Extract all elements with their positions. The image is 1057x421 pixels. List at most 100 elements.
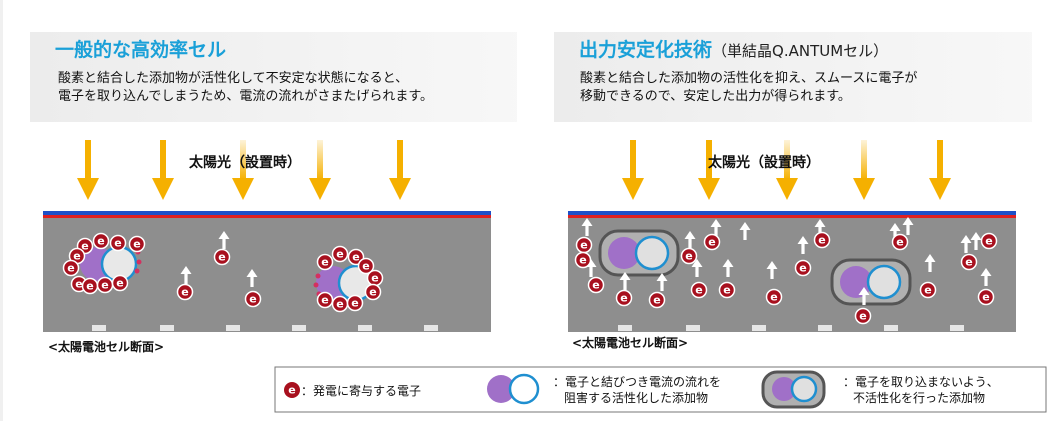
- svg-text:e: e: [288, 384, 295, 397]
- electron-icon: e: [92, 232, 110, 250]
- svg-text:e: e: [579, 254, 586, 267]
- electron-icon: e: [109, 234, 127, 252]
- cell-top-blue-layer: [568, 211, 1016, 215]
- svg-text:e: e: [114, 237, 121, 250]
- svg-text:e: e: [73, 250, 80, 263]
- cell-top-red-layer: [43, 215, 491, 218]
- svg-text:e: e: [770, 291, 777, 304]
- svg-text:e: e: [336, 298, 343, 311]
- electron-icon: e: [765, 288, 783, 306]
- legend-active-additive-icon: [487, 373, 540, 405]
- svg-text:e: e: [336, 248, 343, 261]
- cell-bottom-contacts: [92, 325, 438, 331]
- legend-inactive-text-2: 不活性化を行った添加物: [853, 391, 985, 405]
- legend-electron-text: ：発電に寄与する電子: [301, 383, 421, 398]
- electron-icon: e: [575, 236, 593, 254]
- right-desc-line1: 酸素と結合した添加物の活性化を抑え、スムースに電子が: [580, 71, 917, 86]
- electron-icon: e: [316, 253, 334, 271]
- sun-arrow: [77, 140, 99, 200]
- svg-text:e: e: [351, 297, 358, 310]
- svg-text:e: e: [218, 251, 225, 264]
- electron-icon: e: [718, 281, 736, 299]
- svg-text:e: e: [896, 236, 903, 249]
- svg-text:e: e: [75, 278, 82, 291]
- svg-text:e: e: [799, 262, 806, 275]
- electron-icon: e: [703, 233, 721, 251]
- electron-icon: e: [366, 269, 384, 287]
- svg-text:e: e: [116, 277, 123, 290]
- svg-text:e: e: [695, 284, 702, 297]
- electron-icon: e: [680, 247, 698, 265]
- svg-text:e: e: [653, 294, 660, 307]
- sun-arrow: [309, 140, 331, 200]
- sun-arrow: [389, 140, 411, 200]
- right-desc-line2: 移動できるので、安定した出力が得られます。: [580, 88, 851, 104]
- cell-top-blue-layer: [43, 211, 491, 215]
- electron-icon: e: [96, 276, 114, 294]
- sun-arrow: [853, 140, 875, 200]
- sun-arrow: [929, 140, 951, 200]
- electron-icon: e: [960, 253, 978, 271]
- electron-icon: e: [919, 281, 937, 299]
- electron-icon: e: [574, 251, 592, 269]
- svg-text:e: e: [620, 292, 627, 305]
- svg-text:e: e: [321, 294, 328, 307]
- svg-text:e: e: [965, 256, 972, 269]
- svg-text:e: e: [708, 236, 715, 249]
- svg-text:e: e: [97, 235, 104, 248]
- legend-active-text-1: ：電子と結びつき電流の流れを: [553, 375, 721, 389]
- electron-icon: e: [128, 235, 146, 253]
- svg-text:e: e: [924, 284, 931, 297]
- legend: e ：発電に寄与する電子 ：電子と結びつき電流の流れを 阻害する活性化した添加物…: [274, 366, 1047, 413]
- left-desc-line2: 電子を取り込んでしまうため、電流の流れがさまたげられます。: [58, 89, 433, 104]
- right-section-label: <太陽電池セル断面>: [572, 335, 688, 350]
- svg-text:e: e: [67, 262, 74, 275]
- svg-text:e: e: [249, 293, 256, 306]
- electron-icon: e: [648, 291, 666, 309]
- cell-bottom-contacts: [618, 325, 964, 331]
- svg-text:e: e: [352, 251, 359, 264]
- svg-text:e: e: [369, 286, 376, 299]
- page-edge: [0, 0, 3, 421]
- cell-top-red-layer: [568, 215, 1016, 218]
- left-title: 一般的な高効率セル: [55, 38, 226, 61]
- electron-icon: e: [331, 245, 349, 263]
- svg-text:e: e: [371, 272, 378, 285]
- sun-arrow: [152, 140, 174, 200]
- left-header-box: [30, 32, 517, 122]
- svg-text:e: e: [133, 238, 140, 251]
- svg-text:e: e: [818, 234, 825, 247]
- electron-icon: e: [68, 247, 86, 265]
- electron-icon: e: [213, 248, 231, 266]
- svg-text:e: e: [985, 235, 992, 248]
- inactive-additive: [598, 229, 680, 277]
- electron-icon: e: [364, 283, 382, 301]
- legend-box: [274, 366, 1047, 413]
- right-header-box: [554, 32, 1032, 122]
- electron-icon: e: [977, 288, 995, 306]
- svg-text:e: e: [321, 256, 328, 269]
- legend-active-text-2: 阻害する活性化した添加物: [564, 390, 708, 405]
- svg-text:e: e: [685, 250, 692, 263]
- svg-text:e: e: [181, 286, 188, 299]
- electron-icon: e: [357, 257, 375, 275]
- legend-electron-icon: e: [284, 382, 300, 398]
- right-title-line: 出力安定化技術（単結晶Q.ANTUMセル）: [579, 38, 888, 61]
- left-panel: 一般的な高効率セル 酸素と結合した添加物が活性化して不安定な状態になると、 電子…: [30, 32, 517, 354]
- electron-icon: e: [244, 290, 262, 308]
- right-panel: 出力安定化技術（単結晶Q.ANTUMセル） 酸素と結合した添加物の活性化を抑え、…: [554, 32, 1032, 350]
- electron-icon: e: [794, 259, 812, 277]
- electron-icon: e: [62, 259, 80, 277]
- electron-icon: e: [111, 274, 129, 292]
- legend-inactive-text-1: ：電子を取り込まないよう、: [843, 375, 999, 389]
- electron-icon: e: [81, 277, 99, 295]
- right-title: 出力安定化技術: [579, 38, 712, 61]
- right-title-sub: （単結晶Q.ANTUMセル）: [712, 42, 888, 60]
- left-section-label: <太陽電池セル断面>: [48, 339, 164, 354]
- svg-text:e: e: [81, 240, 88, 253]
- right-sunlight-label: 太陽光（設置時）: [708, 154, 820, 171]
- svg-text:e: e: [859, 310, 866, 323]
